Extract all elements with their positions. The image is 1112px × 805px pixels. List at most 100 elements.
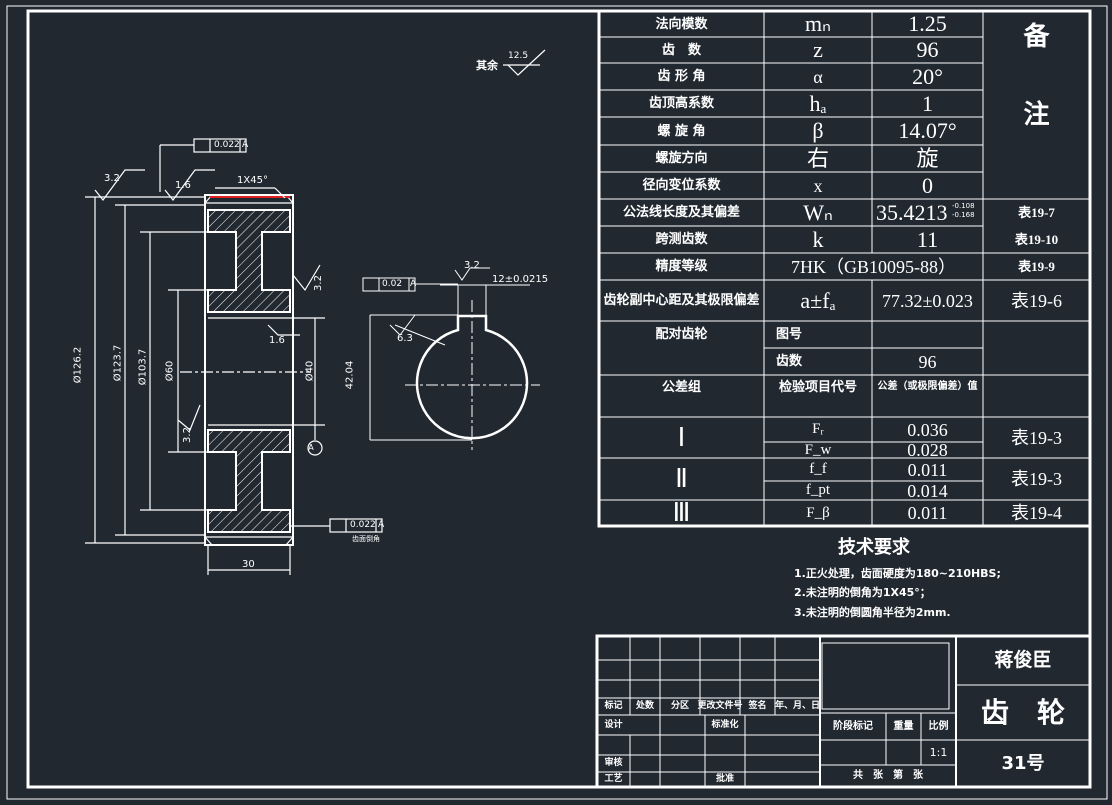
param-table-grid [597, 9, 1092, 528]
rev-label-4: 签名 [748, 701, 767, 711]
param-symbol-4: β [812, 118, 824, 143]
tol-value-0-0: 0.036 [907, 419, 948, 440]
param-value-1: 96 [916, 37, 939, 62]
tech-line-2: 2.未注明的倒角为1X45°； [794, 586, 931, 599]
process-label: 工艺 [604, 774, 623, 784]
dia-bore: Ø40 [304, 360, 316, 382]
param-label-1: 齿 数 [661, 42, 701, 58]
mating-teeth: 齿数 [775, 354, 802, 369]
roughness-other: 12.5 [508, 51, 529, 61]
tol-code-1-1: f_pt [805, 482, 831, 498]
small-note: 齿面倒角 [352, 535, 380, 543]
tol-value-1-1: 0.014 [907, 480, 948, 501]
param-value-4: 14.07° [898, 118, 957, 143]
dia-tip: Ø126.2 [72, 346, 84, 384]
tech-title: 技术要求 [838, 537, 910, 558]
stage-label: 阶段标记 [833, 720, 873, 732]
param-ref-7: 表19-7 [1018, 205, 1055, 220]
tech-line-1: 1.正火处理，齿面硬度为180~210HBS; [794, 567, 1001, 580]
mating-drawing-no: 图号 [775, 327, 802, 342]
dia-hub: Ø60 [164, 360, 176, 382]
param-value-7: 35.4213 [876, 199, 948, 225]
runout-1: 0.022 [214, 140, 240, 150]
mating-teeth-value: 96 [918, 351, 937, 372]
tol-roman-1: Ⅱ [675, 464, 688, 493]
param-label-2: 齿 形 角 [657, 69, 706, 84]
wn-value_dev_lower: -0.168 [952, 211, 975, 219]
param-symbol-6: x [813, 175, 823, 196]
tol-code-1-0: f_f [809, 461, 827, 477]
tol-value-2-0: 0.011 [907, 503, 948, 523]
rough-32a: 3.2 [104, 173, 120, 184]
rough-16b: 1.6 [269, 335, 285, 346]
param-label-9: 精度等级 [655, 259, 708, 274]
tol-code-0-1: F_w [804, 441, 832, 458]
tol-code-0-0: Fᵣ [812, 421, 824, 437]
datum-a: A [308, 443, 314, 452]
runout-2: 0.022 [350, 520, 376, 530]
tol-code-2-0: F_β [806, 504, 830, 521]
hole-rough: 6.3 [397, 333, 413, 344]
review-label: 审核 [604, 758, 623, 768]
tol-value-0-1: 0.028 [907, 440, 948, 460]
datum-ref-3: A [410, 279, 417, 289]
std-label: 标准化 [711, 719, 739, 730]
weight-label: 重量 [893, 720, 914, 732]
part-name: 齿 轮 [980, 695, 1065, 729]
param-symbol-8: k [812, 226, 824, 252]
design-label: 设计 [604, 719, 623, 730]
rev-label-2: 分区 [670, 701, 689, 711]
approve-label: 批准 [715, 774, 734, 784]
tol-roman-2: Ⅲ [672, 498, 691, 527]
rough-32c: 3.2 [181, 427, 193, 443]
width-label: 30 [242, 559, 255, 570]
param-ref-8: 表19-10 [1014, 232, 1059, 247]
param-label-10: 齿轮副中心距及其极限偏差 [603, 293, 760, 308]
rev-label-1: 处数 [635, 701, 654, 711]
tol-value-1-0: 0.011 [907, 459, 948, 480]
rev-label-3: 更改文件号 [697, 701, 743, 711]
param-label-6: 径向变位系数 [642, 178, 721, 193]
param-label-4: 螺 旋 角 [657, 123, 706, 139]
lower-hatch [207, 429, 291, 533]
key-rough: 3.2 [464, 260, 480, 271]
param-symbol-7: Wₙ [803, 199, 833, 225]
chamfer-label: 1X45° [237, 175, 268, 186]
param-value-10: 77.32±0.023 [882, 290, 973, 311]
tolerance-col2: 公差（或极限偏差）值 [877, 381, 978, 392]
tol-roman-0: Ⅰ [677, 422, 686, 452]
tolerance-col1: 检验项目代号 [778, 379, 857, 395]
datum-ref-1: A [242, 140, 249, 150]
title-block-grid [595, 634, 1092, 789]
surface-other-label: 其余 [476, 59, 498, 72]
param-symbol-9: 7HK（GB10095-88） [791, 256, 956, 277]
param-label-7: 公法线长度及其偏差 [622, 205, 740, 220]
author-name: 蒋俊臣 [994, 649, 1052, 671]
param-value-8: 11 [916, 226, 939, 252]
rev-label-0: 标记 [604, 701, 623, 711]
tol-ref-0: 表19-3 [1011, 427, 1062, 448]
rough-16a: 1.6 [175, 180, 191, 191]
param-value-5: 旋 [916, 145, 939, 171]
hub-dims [362, 267, 540, 450]
param-label-3: 齿顶高系数 [648, 96, 714, 111]
param-ref-9: 表19-9 [1018, 259, 1055, 274]
sheets-label: 共 张 第 张 [853, 770, 923, 781]
param-ref-10: 表19-6 [1011, 290, 1062, 311]
remark-char-2: 注 [1023, 99, 1050, 130]
key-width: 12±0.0215 [492, 274, 549, 285]
scale-value: 1:1 [929, 746, 948, 759]
mating-label: 配对齿轮 [655, 327, 708, 342]
gear-section [85, 49, 546, 575]
param-value-3: 1 [922, 90, 933, 116]
param-label-5: 螺旋方向 [655, 151, 708, 166]
rev-label-5: 年、月、日 [775, 701, 821, 711]
ratio-label: 比例 [928, 720, 949, 732]
rough-32b: 3.2 [312, 275, 324, 291]
dia-pitch: Ø123.7 [112, 344, 124, 382]
sym-tol: 0.02 [382, 279, 403, 289]
param-label-0: 法向模数 [655, 16, 708, 32]
param-label-8: 跨测齿数 [655, 232, 708, 247]
dia-web: Ø103.7 [137, 348, 149, 386]
